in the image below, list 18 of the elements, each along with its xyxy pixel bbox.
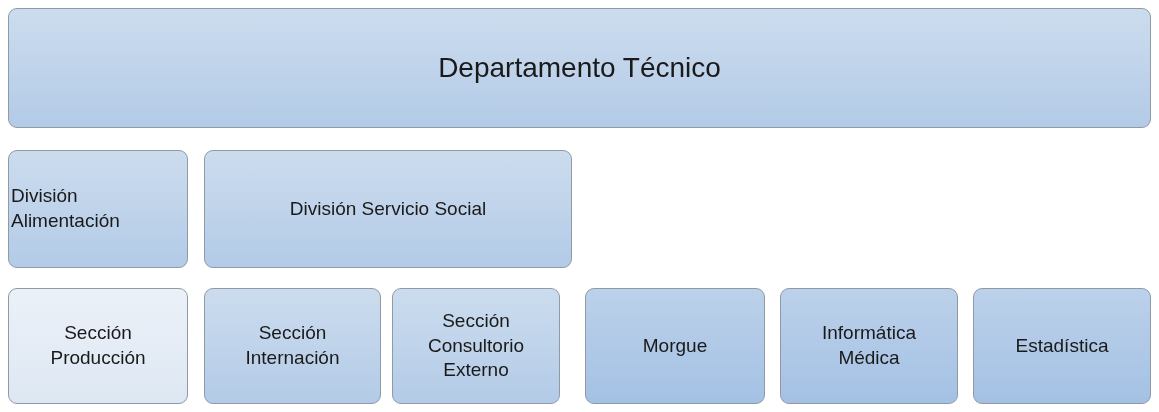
org-box	[973, 288, 1151, 404]
org-box	[585, 288, 765, 404]
box-label: Departamento Técnico	[438, 50, 721, 85]
box-label: Morgue	[642, 333, 708, 358]
box-label: División Alimentación	[11, 184, 121, 233]
org-box	[8, 150, 188, 268]
org-box	[204, 150, 572, 268]
org-box	[8, 288, 188, 404]
org-box	[8, 8, 1151, 128]
box-label: Sección Internación	[244, 321, 341, 370]
box-label: División Servicio Social	[289, 196, 487, 221]
org-box	[780, 288, 958, 404]
org-box	[392, 288, 560, 404]
box-label: Sección Consultorio Externo	[426, 308, 526, 383]
box-label: Informática Médica	[821, 321, 917, 370]
org-box	[204, 288, 381, 404]
box-label: Sección Producción	[49, 321, 147, 370]
box-label: Estadística	[1015, 333, 1109, 358]
